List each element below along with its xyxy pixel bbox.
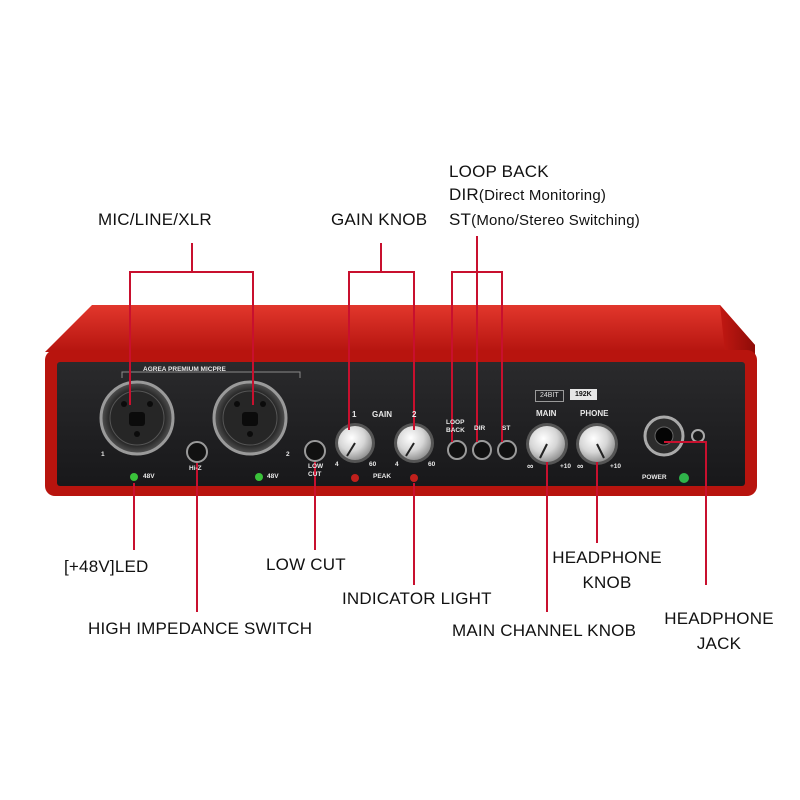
callout-st-prefix: ST xyxy=(449,210,472,229)
gain-1-max: 60 xyxy=(369,461,377,468)
sample-rate-badge: 192K xyxy=(570,389,597,400)
gain-2-max: 60 xyxy=(428,461,436,468)
main-max: +10 xyxy=(560,463,572,470)
callout-48v-led: [+48V]LED xyxy=(64,557,149,576)
input-1-number: 1 xyxy=(101,451,105,458)
peak-label: PEAK xyxy=(373,473,392,480)
callout-headphone-jack-line2: JACK xyxy=(696,633,742,653)
bit-depth-badge: 24BIT xyxy=(535,390,564,402)
knob-icon[interactable] xyxy=(335,423,375,463)
st-label: ST xyxy=(502,425,511,432)
low-label: LOW xyxy=(308,463,324,470)
phone-label: PHONE xyxy=(580,409,609,418)
led-icon xyxy=(410,474,418,482)
gain-label: GAIN xyxy=(372,410,392,419)
callout-headphone-knob-line1: HEADPHONE xyxy=(552,548,662,567)
callout-headphone-knob-line2: KNOB xyxy=(582,572,632,592)
callout-high-impedance-switch: HIGH IMPEDANCE SWITCH xyxy=(88,619,313,638)
input-2-number: 2 xyxy=(286,451,290,458)
callout-mic-line-xlr: MIC/LINE/XLR xyxy=(98,210,212,229)
push-button-icon[interactable] xyxy=(497,440,517,460)
dir-label: DIR xyxy=(474,425,486,432)
knob-icon[interactable] xyxy=(526,423,568,465)
phone-min: ∞ xyxy=(577,461,584,471)
quarter-inch-jack-icon[interactable] xyxy=(643,415,705,457)
push-button-icon[interactable] xyxy=(472,440,492,460)
knob-icon[interactable] xyxy=(394,423,434,463)
power-label: POWER xyxy=(642,474,667,481)
callout-st-desc: (Mono/Stereo Switching) xyxy=(471,212,640,229)
callout-gain-knob: GAIN KNOB xyxy=(331,210,428,229)
callout-loop-back: LOOP BACK xyxy=(449,162,549,181)
gain-2-number: 2 xyxy=(412,410,417,419)
callout-dir: DIR(Direct Monitoring) xyxy=(449,185,606,205)
gain-1-number: 1 xyxy=(352,410,357,419)
cut-label: CUT xyxy=(308,471,322,478)
loop-label: LOOP xyxy=(446,419,465,426)
push-button-icon[interactable] xyxy=(186,441,208,463)
main-label: MAIN xyxy=(536,409,557,418)
xlr-combo-icon[interactable] xyxy=(99,380,175,456)
callout-main-channel-knob: MAIN CHANNEL KNOB xyxy=(452,621,637,640)
callout-headphone-knob: HEADPHONE KNOB xyxy=(548,548,666,592)
knob-icon[interactable] xyxy=(576,423,618,465)
led-48v-label-2: 48V xyxy=(267,473,279,480)
led-48v-label-1: 48V xyxy=(143,473,155,480)
led-icon xyxy=(679,473,689,483)
gain-1-min: 4 xyxy=(335,461,339,468)
callout-dir-desc: (Direct Monitoring) xyxy=(478,187,607,204)
callout-low-cut: LOW CUT xyxy=(266,555,346,574)
led-icon xyxy=(130,473,138,481)
phone-max: +10 xyxy=(610,463,622,470)
gain-2-min: 4 xyxy=(395,461,399,468)
brand-bracket xyxy=(121,371,301,378)
callout-lines xyxy=(129,236,707,612)
led-icon xyxy=(351,474,359,482)
callout-headphone-jack-line1: HEADPHONE xyxy=(664,609,774,628)
hiz-label: Hi-Z xyxy=(189,465,202,472)
led-icon xyxy=(255,473,263,481)
back-label: BACK xyxy=(446,427,465,434)
main-min: ∞ xyxy=(527,461,534,471)
callout-dir-prefix: DIR xyxy=(449,185,479,204)
push-button-icon[interactable] xyxy=(447,440,467,460)
callout-st: ST(Mono/Stereo Switching) xyxy=(449,210,640,230)
callout-indicator-light: INDICATOR LIGHT xyxy=(342,589,492,608)
brand-label: AGREA PREMIUM MICPRE xyxy=(143,366,226,373)
xlr-combo-icon[interactable] xyxy=(212,380,288,456)
callout-headphone-jack: HEADPHONE JACK xyxy=(658,609,780,653)
push-button-icon[interactable] xyxy=(304,440,326,462)
